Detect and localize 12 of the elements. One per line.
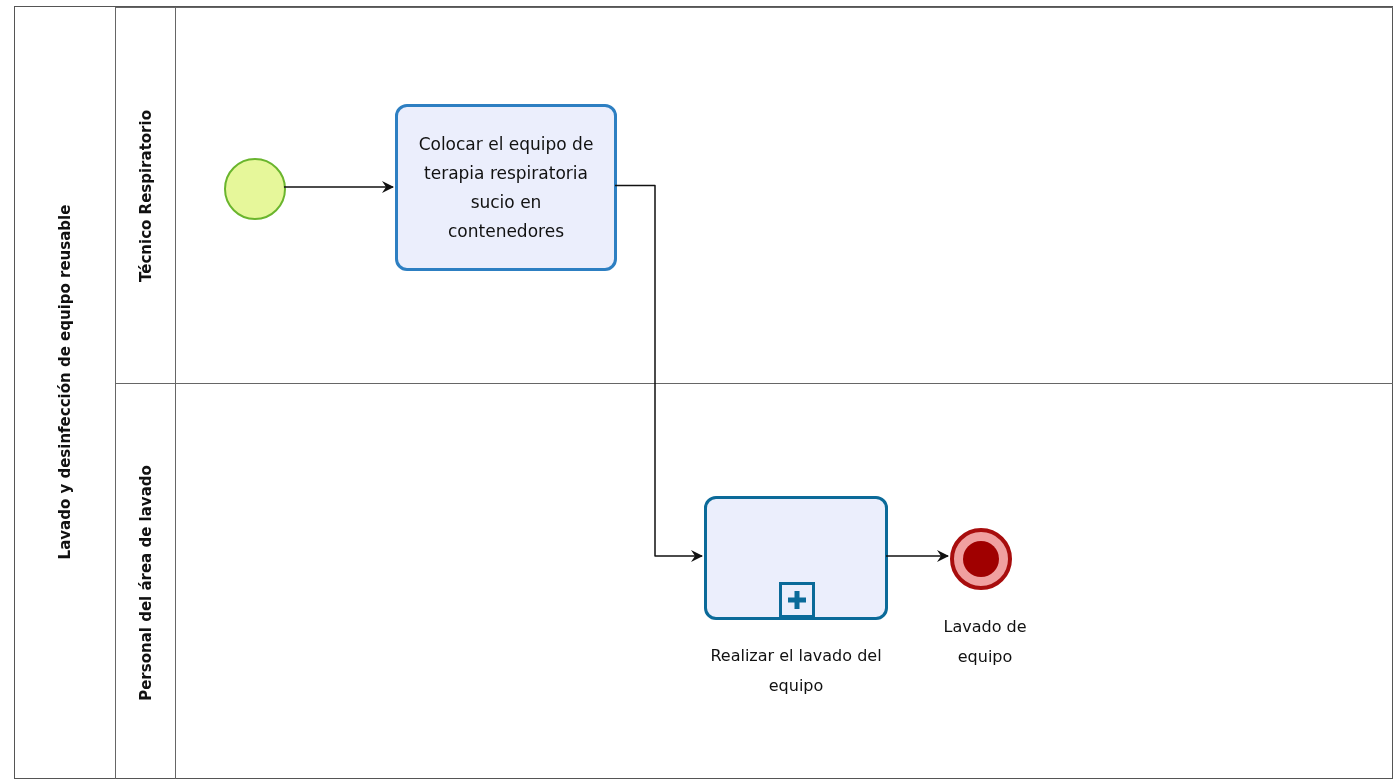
task-label: Colocar el equipo de terapia respiratoria sucio en contenedores <box>418 132 594 243</box>
lane-label: Técnico Respiratorio <box>137 110 155 282</box>
lane-label: Personal del área de lavado <box>137 465 155 701</box>
sequence-flow-arrow <box>885 550 949 562</box>
task-box <box>395 104 617 271</box>
sequence-flow-arrow <box>614 184 703 562</box>
pool <box>14 6 1393 779</box>
sequence-flow-arrow <box>283 181 394 193</box>
pool-title: Lavado y desinfección de equipo reusable <box>56 204 74 560</box>
event-label: Lavado de equipo <box>942 616 1028 668</box>
subprocess-label: Realizar el lavado del equipo <box>709 645 883 697</box>
swimlane <box>115 7 1393 384</box>
